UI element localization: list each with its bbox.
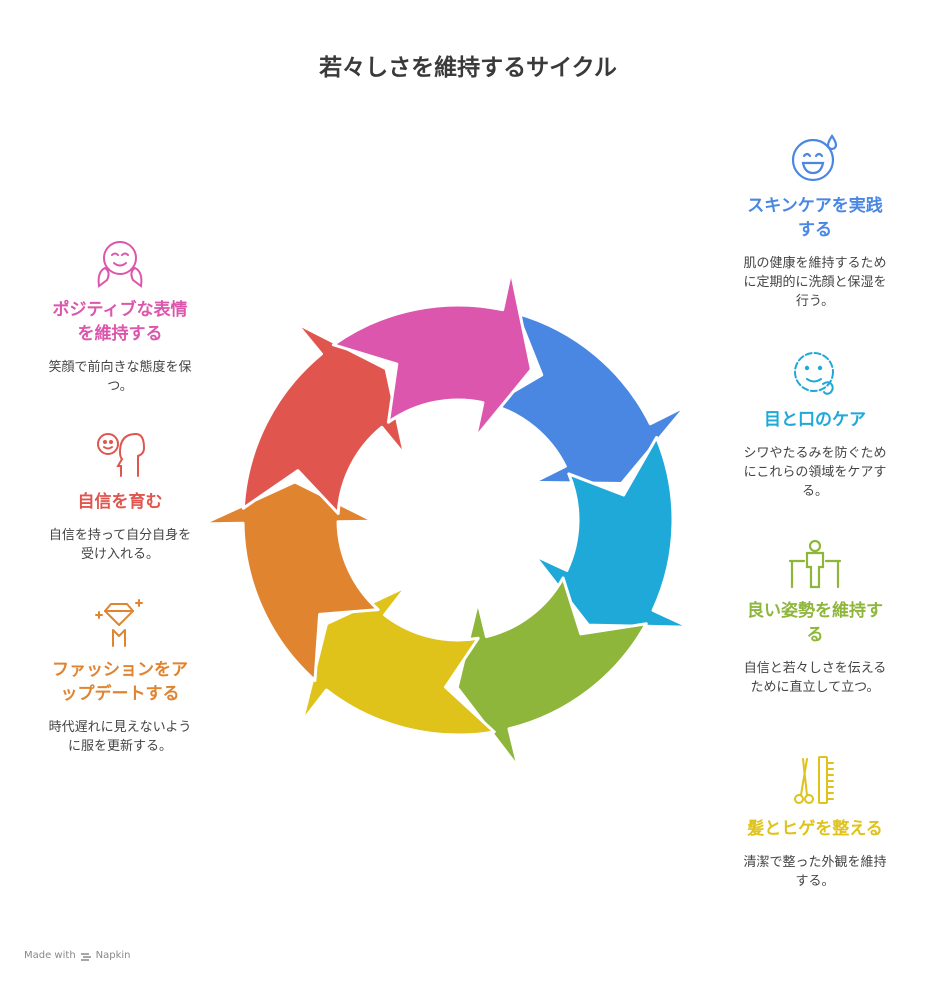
step-heading: 髪とヒゲを整える <box>747 819 883 839</box>
person-posture-icon <box>788 539 842 589</box>
step-description: 笑顔で前向きな態度を保つ。 <box>48 360 192 394</box>
step-heading: ポジティブな表情を維持する <box>52 300 188 344</box>
sweat-smile-face-icon <box>791 134 838 182</box>
step-heading: スキンケアを実践する <box>747 196 883 240</box>
comb-scissors-icon <box>794 756 834 804</box>
step-description: 自信と若々しさを伝えるために直立して立つ。 <box>743 661 887 695</box>
page-title: 若々しさを維持するサイクル <box>319 55 617 81</box>
footer-attribution: Made with Napkin <box>24 950 131 961</box>
head-profile-icon <box>97 432 145 477</box>
cycle-arrow-fashion <box>201 480 380 682</box>
cycle-arrow-hair-beard <box>300 584 496 737</box>
cycle-arrow-posture <box>455 576 648 770</box>
step-heading: 良い姿勢を維持する <box>747 601 883 645</box>
napkin-logo-icon <box>80 952 91 961</box>
footer-made-with: Made with <box>24 950 76 961</box>
diamond-sparkle-icon <box>95 599 143 647</box>
step-hair-beard: 髪とヒゲを整える 清潔で整った外観を維持する。 <box>740 755 890 891</box>
step-heading: ファッションをアップデートする <box>52 660 188 704</box>
cycle-arrow-eye-mouth <box>532 435 691 629</box>
step-eye-mouth: 目と口のケア シワやたるみを防ぐためにこれらの領域をケアする。 <box>740 348 890 501</box>
footer-brand: Napkin <box>95 950 131 961</box>
cycle-arrow-positive <box>331 269 533 440</box>
step-positive: ポジティブな表情を維持する 笑顔で前向きな態度を保つ。 <box>45 238 195 396</box>
cycle-arrow-confidence <box>241 321 407 515</box>
step-posture: 良い姿勢を維持する 自信と若々しさを伝えるために直立して立つ。 <box>740 539 890 697</box>
step-fashion: ファッションをアップデートする 時代遅れに見えないように服を更新する。 <box>45 598 195 756</box>
step-description: 自信を持って自分自身を受け入れる。 <box>48 528 192 562</box>
step-description: 清潔で整った外観を維持する。 <box>743 855 887 889</box>
step-description: 時代遅れに見えないように服を更新する。 <box>48 720 192 754</box>
step-confidence: 自信を育む 自信を持って自分自身を受け入れる。 <box>45 430 195 564</box>
face-care-icon <box>794 352 834 395</box>
step-heading: 自信を育む <box>77 492 163 512</box>
cycle-arrow-skincare <box>489 311 688 486</box>
step-description: 肌の健康を維持するために定期的に洗顔と保湿を行う。 <box>743 256 887 309</box>
step-skincare: スキンケアを実践する 肌の健康を維持するために定期的に洗顔と保湿を行う。 <box>740 132 890 311</box>
step-description: シワやたるみを防ぐためにこれらの領域をケアする。 <box>743 446 887 499</box>
step-heading: 目と口のケア <box>764 410 866 430</box>
happy-face-icon <box>97 241 143 288</box>
